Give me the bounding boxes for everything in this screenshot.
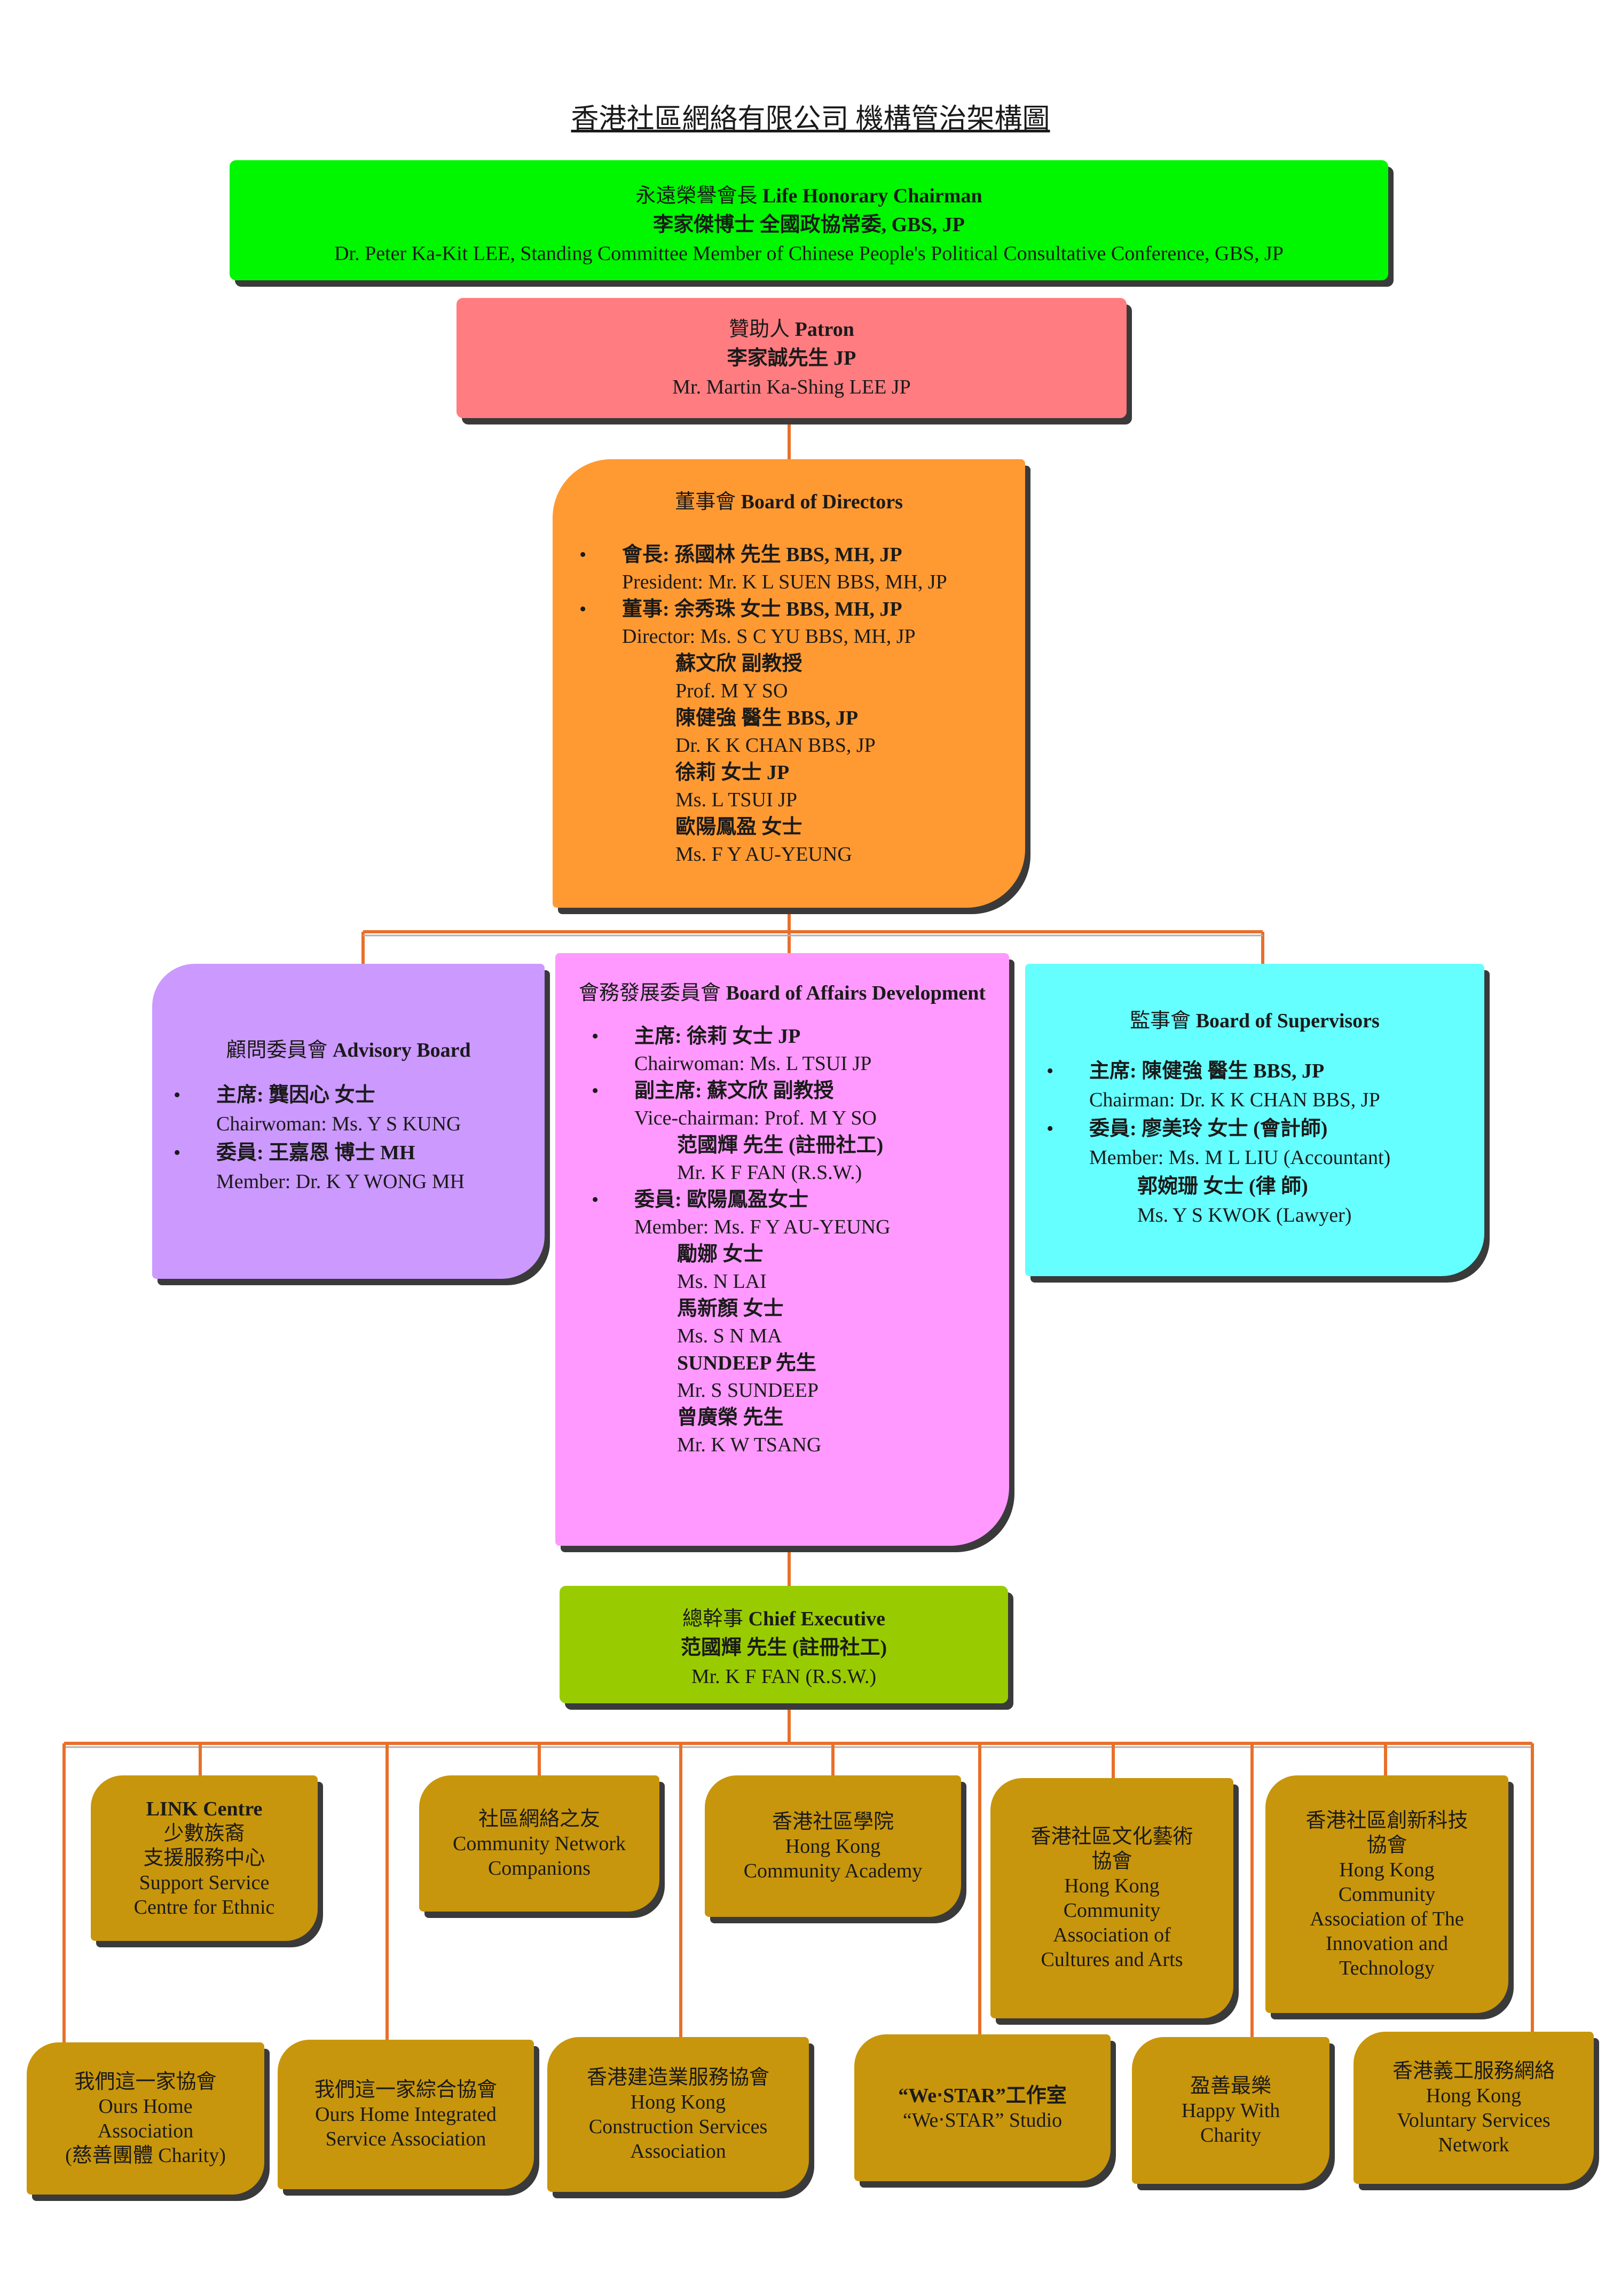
chief-title: 總幹事 Chief Executive [682,1608,885,1630]
patron-box: 贊助人 Patron 李家誠先生 JP Mr. Martin Ka-Shing … [457,298,1127,418]
chief-executive-box: 總幹事 Chief Executive 范國輝 先生 (註冊社工) Mr. K … [560,1586,1008,1703]
affairs-members: • 委員: 歐陽鳳盈女士 Member: Ms. F Y AU-YEUNG 勵娜… [592,1189,891,1456]
affairs-chair: • 主席: 徐莉 女士 JP Chairwoman: Ms. L TSUI JP [592,1025,872,1075]
advisory-chair: • 主席: 龔因心 女士 Chairwoman: Ms. Y S KUNG [174,1084,461,1135]
connector-board-committees [361,908,1264,964]
advisory-member: • 委員: 王嘉恩 博士 MH Member: Dr. K Y WONG MH [174,1142,465,1193]
patron-name-en: Mr. Martin Ka-Shing LEE JP [672,376,911,398]
supervisors-chair: • 主席: 陳健強 醫生 BBS, JP Chairman: Dr. K K C… [1046,1060,1380,1111]
board-of-directors-box: 董事會 Board of Directors • 會長: 孫國林 先生 BBS,… [553,459,1025,908]
supervisors-members: • 委員: 廖美玲 女士 (會計師) Member: Ms. M L LIU (… [1046,1118,1391,1226]
advisory-board-box: 顧問委員會 Advisory Board • 主席: 龔因心 女士 Chairw… [152,964,545,1279]
board-of-supervisors-box: 監事會 Board of Supervisors • 主席: 陳健強 醫生 BB… [1025,964,1484,1276]
affairs-title: 會務發展委員會 Board of Affairs Development [578,982,986,1004]
board-president: • 會長: 孫國林 先生 BBS, MH, JP President: Mr. … [579,544,947,593]
unit-innovation-technology: 香港社區創新科技 協會 Hong Kong Community Associat… [1265,1775,1508,2013]
unit-ours-home-integrated: 我們這一家綜合協會 Ours Home Integrated Service A… [278,2040,534,2189]
board-of-affairs-development-box: 會務發展委員會 Board of Affairs Development • 主… [555,953,1009,1546]
board-title: 董事會 Board of Directors [675,491,903,513]
unit-community-academy: 香港社區學院 Hong Kong Community Academy [705,1775,961,1917]
advisory-title: 顧問委員會 Advisory Board [226,1039,471,1061]
life-honorary-chairman-box: 永遠榮譽會長 Life Honorary Chairman 李家傑博士 全國政協… [230,160,1388,280]
unit-link-centre: LINK Centre 少數族裔 支援服務中心 Support Service … [91,1775,318,1941]
chairman-role: 永遠榮譽會長 Life Honorary Chairman [635,185,982,207]
unit-construction-services: 香港建造業服務協會 Hong Kong Construction Service… [547,2037,809,2192]
unit-happy-with-charity: 盈善最樂 Happy With Charity [1132,2037,1329,2184]
patron-role: 贊助人 Patron [729,318,854,341]
chairman-name-zh: 李家傑博士 全國政協常委, GBS, JP [653,214,965,236]
chief-name-zh: 范國輝 先生 (註冊社工) [680,1637,887,1659]
connector-unit-drops [62,1743,1534,2042]
unit-voluntary-services-network: 香港義工服務網絡 Hong Kong Voluntary Services Ne… [1354,2032,1594,2184]
unit-community-network-companions: 社區網絡之友 Community Network Companions [419,1775,659,1912]
patron-name-zh: 李家誠先生 JP [727,347,856,369]
board-directors: • 董事: 余秀珠 女士 BBS, MH, JP Director: Ms. S… [579,598,916,866]
page-title: 香港社區網絡有限公司 機構管治架構圖 [571,104,1050,135]
affairs-vice: • 副主席: 蘇文欣 副教授 Vice-chairman: Prof. M Y … [592,1080,884,1184]
unit-cultures-and-arts: 香港社區文化藝術 協會 Hong Kong Community Associat… [990,1778,1233,2018]
unit-westar-studio: “We‧STAR”工作室 “We‧STAR” Studio [854,2034,1111,2181]
supervisors-title: 監事會 Board of Supervisors [1130,1010,1380,1032]
chief-name-en: Mr. K F FAN (R.S.W.) [691,1665,877,1688]
connector-chief-units [64,1703,1532,1745]
chairman-name-en: Dr. Peter Ka-Kit LEE, Standing Committee… [334,242,1284,265]
unit-ours-home-association: 我們這一家協會 Ours Home Association (慈善團體 Char… [27,2042,264,2195]
